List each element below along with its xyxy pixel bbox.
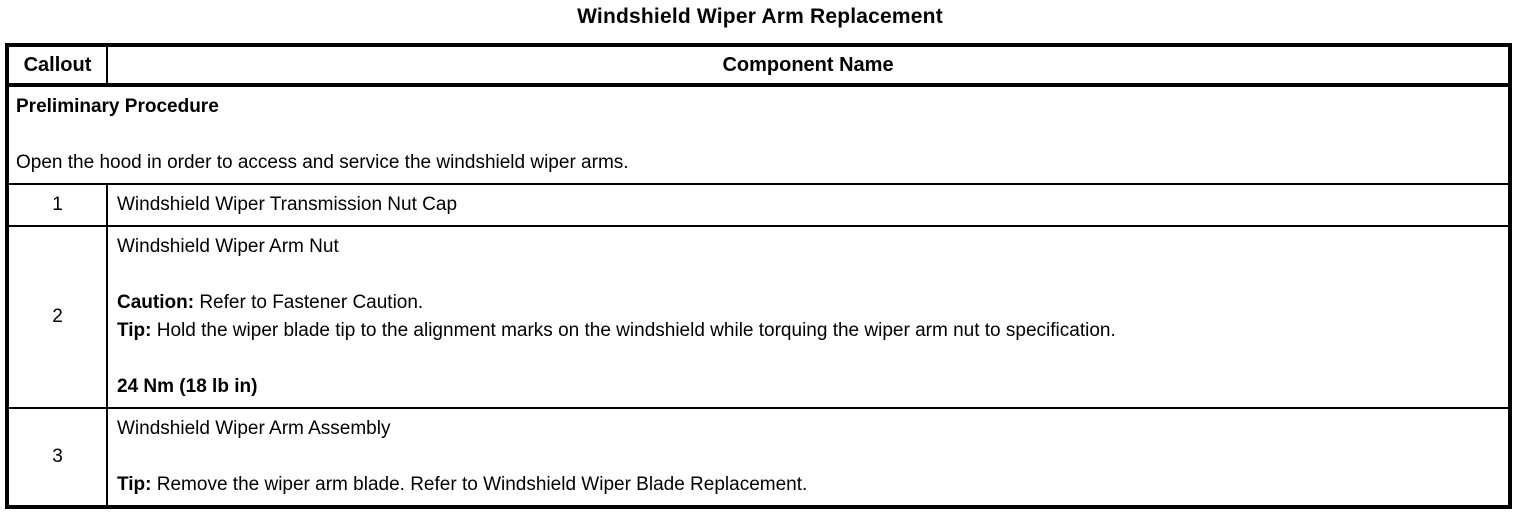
table-header-row: Callout Component Name xyxy=(6,44,1511,87)
preliminary-heading: Preliminary Procedure xyxy=(16,96,219,117)
callout-number: 2 xyxy=(6,225,108,409)
text-line: Caution: Refer to Fastener Caution. xyxy=(117,289,1499,317)
callout-column-header: Callout xyxy=(6,44,108,87)
text-line: Windshield Wiper Arm Assembly xyxy=(117,415,1499,443)
text-segment: Hold the wiper blade tip to the alignmen… xyxy=(151,320,1116,341)
bold-segment: Tip: xyxy=(117,320,152,341)
text-line: Windshield Wiper Transmission Nut Cap xyxy=(117,191,1499,219)
blank-line xyxy=(117,443,1499,471)
callout-component-table: Callout Component Name Preliminary Proce… xyxy=(5,43,1512,509)
text-line: 24 Nm (18 lb in) xyxy=(117,373,1499,401)
text-segment: Windshield Wiper Arm Nut xyxy=(117,236,339,257)
text-line: Tip: Remove the wiper arm blade. Refer t… xyxy=(117,471,1499,499)
preliminary-body: Open the hood in order to access and ser… xyxy=(16,152,629,173)
page-title: Windshield Wiper Arm Replacement xyxy=(577,5,943,28)
component-cell: Windshield Wiper Transmission Nut Cap xyxy=(106,183,1511,227)
text-segment: Windshield Wiper Transmission Nut Cap xyxy=(117,194,458,215)
blank-line xyxy=(117,345,1499,373)
table-row: 1 Windshield Wiper Transmission Nut Cap xyxy=(6,183,1511,227)
callout-number: 1 xyxy=(6,183,108,227)
callout-number: 3 xyxy=(6,407,108,508)
text-segment: Remove the wiper arm blade. Refer to Win… xyxy=(151,474,808,495)
preliminary-procedure-row: Preliminary Procedure Open the hood in o… xyxy=(6,84,1511,185)
text-line: Tip: Hold the wiper blade tip to the ali… xyxy=(117,317,1499,345)
preliminary-cell: Preliminary Procedure Open the hood in o… xyxy=(6,84,1511,185)
bold-segment: Caution: xyxy=(117,292,195,313)
component-column-header: Component Name xyxy=(106,44,1511,87)
blank-line xyxy=(16,121,1501,149)
text-segment: Refer to Fastener Caution. xyxy=(194,292,424,313)
bold-segment: 24 Nm (18 lb in) xyxy=(117,376,258,397)
text-line: Windshield Wiper Arm Nut xyxy=(117,233,1499,261)
text-segment: Windshield Wiper Arm Assembly xyxy=(117,418,391,439)
blank-line xyxy=(117,261,1499,289)
bold-segment: Tip: xyxy=(117,474,152,495)
